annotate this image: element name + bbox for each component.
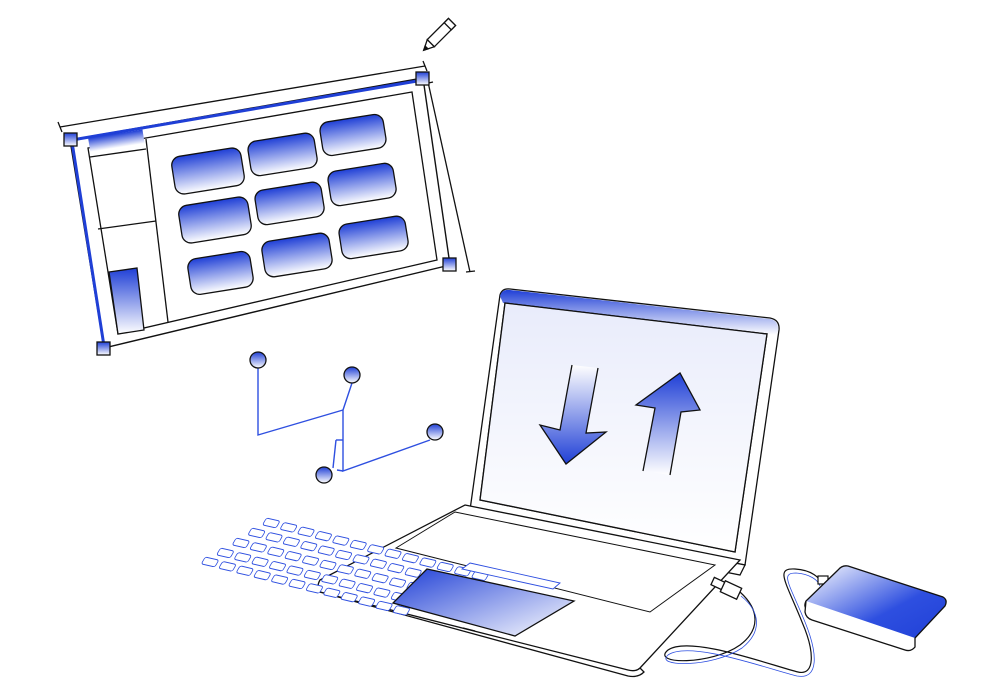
wireframe-mockup — [57, 17, 476, 356]
keyboard-key — [249, 542, 267, 553]
dimension-line-right — [427, 81, 471, 273]
card — [254, 181, 325, 226]
board-panel — [87, 91, 438, 335]
keyboard-key — [262, 517, 280, 529]
keyboard-key — [248, 527, 266, 539]
pencil-icon — [422, 17, 457, 52]
keyboard-key — [356, 583, 373, 594]
keyboard-key — [371, 573, 389, 584]
keyboard-key — [436, 561, 454, 573]
keyboard-key — [251, 556, 269, 567]
keyboard-key — [236, 565, 254, 576]
keyboard-key — [387, 563, 405, 574]
keyboard-key — [373, 587, 391, 598]
laptop — [201, 288, 780, 678]
connector-node — [426, 423, 444, 441]
keyboard-key — [321, 574, 339, 585]
keyboard-key — [284, 551, 302, 562]
card — [187, 250, 254, 295]
space-bar — [460, 562, 561, 590]
keyboard — [394, 511, 717, 613]
keyboard-key — [282, 536, 300, 547]
keyboard-key — [201, 556, 219, 568]
keyboard-key — [253, 570, 271, 581]
connector-node — [315, 466, 333, 484]
card — [178, 196, 252, 244]
keyboard-key — [336, 564, 354, 575]
keyboard-key — [323, 587, 341, 598]
keyboard-key — [265, 532, 283, 543]
card — [327, 162, 397, 207]
keyboard-key — [419, 557, 437, 568]
resize-handle — [96, 341, 111, 356]
node-connector-icon — [249, 351, 444, 484]
keyboard-key — [219, 561, 236, 572]
keyboard-key — [234, 552, 252, 563]
keyboard-key — [393, 605, 410, 616]
download-arrow-icon — [538, 364, 608, 465]
laptop-base — [317, 504, 742, 672]
sidebar-block — [108, 267, 145, 335]
keyboard-key — [332, 535, 350, 546]
keyboard-key — [367, 544, 385, 555]
keyboard-key — [369, 558, 387, 569]
keyboard-key — [297, 526, 315, 537]
connector-node — [343, 366, 361, 384]
keyboard-key — [402, 553, 419, 564]
keyboard-key — [340, 592, 358, 603]
keyboard-key — [280, 522, 298, 533]
keyboard-key — [352, 554, 370, 565]
resize-handle — [415, 71, 430, 86]
card — [319, 113, 387, 157]
keyboard-key — [317, 545, 335, 556]
card — [247, 132, 318, 177]
keyboard-key — [303, 569, 321, 581]
keyboard-key — [404, 567, 422, 578]
resize-handle — [63, 132, 78, 147]
keyboard-key — [375, 600, 393, 612]
keyboard-key — [288, 578, 306, 590]
keyboard-key — [232, 537, 250, 549]
keyboard-key — [389, 577, 406, 588]
card — [261, 232, 333, 278]
keyboard-key — [286, 565, 304, 576]
keyboard-key — [300, 541, 318, 552]
keyboard-key — [354, 568, 372, 579]
keyboard-key — [271, 574, 289, 585]
keyboard-key — [306, 583, 323, 594]
external-drive — [804, 565, 947, 652]
keyboard-key — [384, 548, 402, 559]
keyboard-key — [335, 549, 353, 561]
keyboard-key — [338, 578, 356, 589]
connector-node — [249, 351, 267, 369]
keyboard-key — [349, 539, 367, 551]
keyboard-key — [315, 531, 332, 542]
dimension-line-top — [59, 65, 426, 128]
card — [171, 147, 245, 195]
trackpad — [391, 568, 576, 637]
keyboard-key — [358, 596, 376, 607]
upload-arrow-icon — [634, 372, 702, 476]
keyboard-key — [216, 547, 234, 559]
keyboard-key — [319, 559, 337, 571]
keyboard-key — [302, 555, 319, 566]
card — [338, 215, 409, 260]
resize-handle — [442, 257, 457, 272]
keyboard-key — [267, 546, 285, 557]
card-grid — [171, 113, 409, 295]
keyboard-key — [269, 561, 286, 572]
